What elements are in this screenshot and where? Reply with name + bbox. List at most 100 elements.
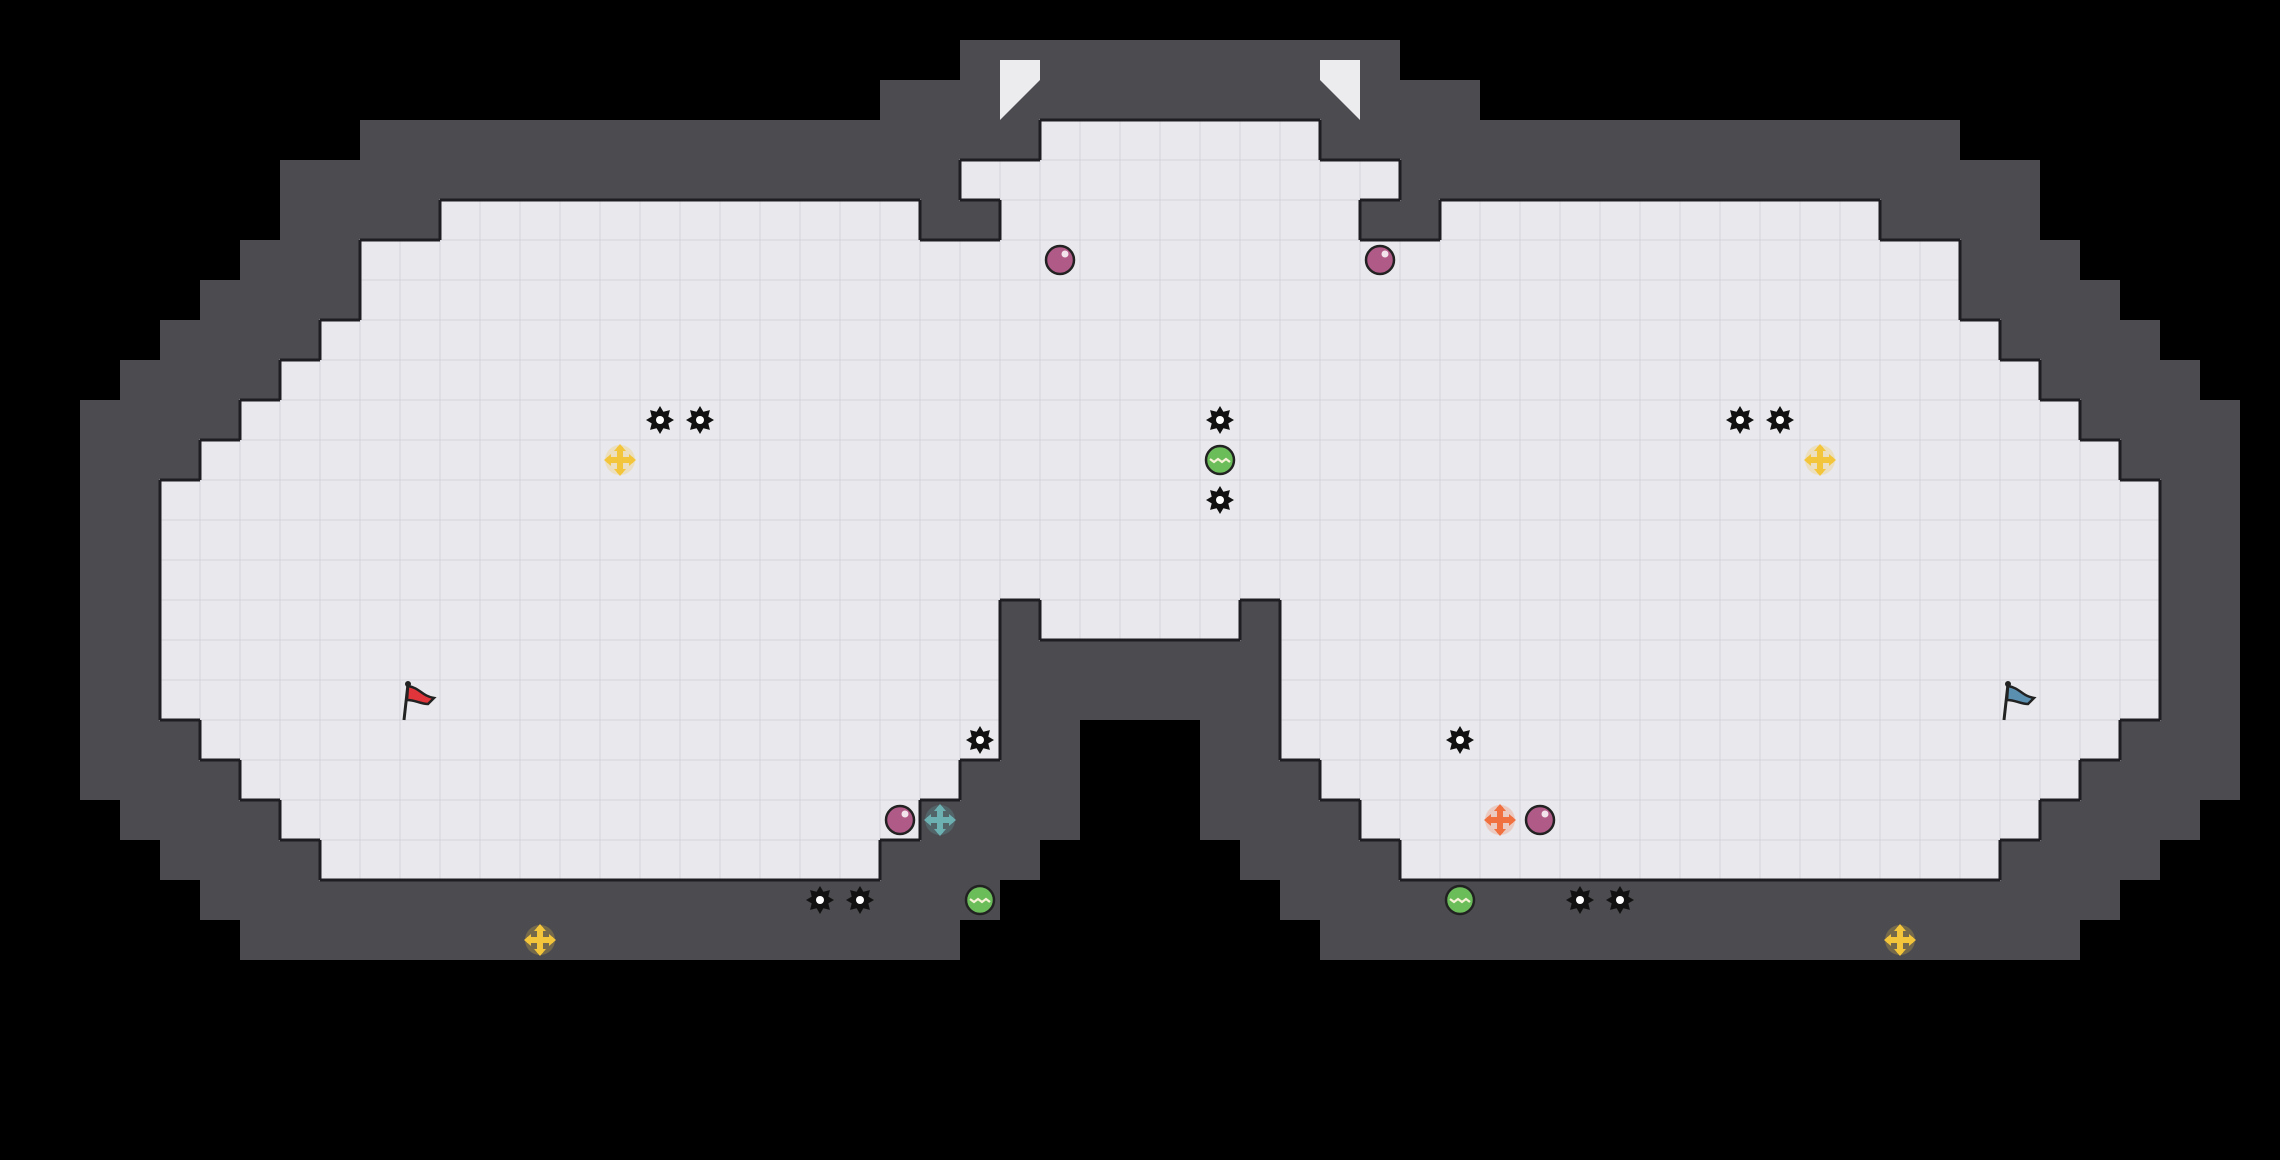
floor-tile (519, 359, 561, 401)
floor-tile (1079, 319, 1121, 361)
floor-tile (639, 799, 681, 841)
floor-tile (799, 719, 841, 761)
wall-tile (960, 840, 1000, 880)
floor-tile (719, 399, 761, 441)
floor-tile (1439, 439, 1481, 481)
floor-tile (1719, 319, 1761, 361)
wall-tile (1280, 840, 1320, 880)
boost-arrow-up (1894, 924, 1906, 931)
wall-tile (1640, 880, 1680, 920)
floor-tile (839, 399, 881, 441)
wall-tile (2200, 680, 2240, 720)
floor-tile (1279, 439, 1321, 481)
wall-tile (2120, 800, 2160, 840)
floor-tile (599, 559, 641, 601)
floor-tile (1079, 359, 1121, 401)
floor-tile (919, 559, 961, 601)
floor-tile (2119, 519, 2161, 561)
floor-tile (1679, 639, 1721, 681)
wall-tile (1120, 680, 1160, 720)
floor-tile (1919, 239, 1961, 281)
floor-tile (1599, 519, 1641, 561)
floor-tile (1479, 679, 1521, 721)
floor-tile (1719, 639, 1761, 681)
floor-tile (679, 679, 721, 721)
boost-arrow-right (1509, 814, 1516, 826)
floor-tile (999, 559, 1041, 601)
floor-tile (719, 799, 761, 841)
floor-tile (1319, 319, 1361, 361)
wall-tile (2000, 200, 2040, 240)
floor-tile (2119, 639, 2161, 681)
floor-tile (999, 439, 1041, 481)
spike-center (1456, 736, 1464, 744)
floor-tile (1439, 839, 1481, 881)
floor-tile (1239, 519, 1281, 561)
floor-tile (1399, 799, 1441, 841)
floor-tile (759, 439, 801, 481)
floor-tile (159, 559, 201, 601)
floor-tile (439, 559, 481, 601)
floor-tile (1479, 839, 1521, 881)
wall-tile (360, 120, 400, 160)
wall-tile (480, 160, 520, 200)
floor-tile (999, 399, 1041, 441)
floor-tile (1679, 839, 1721, 881)
wall-tile (400, 120, 440, 160)
wall-tile (1120, 40, 1160, 80)
wall-tile (1000, 120, 1040, 160)
wall-tile (2160, 360, 2200, 400)
floor-tile (1039, 279, 1081, 321)
wall-tile (2120, 720, 2160, 760)
floor-tile (1519, 639, 1561, 681)
floor-tile (599, 399, 641, 441)
floor-tile (719, 719, 761, 761)
floor-tile (239, 599, 281, 641)
powerup-shine (901, 810, 909, 818)
boost-arrow-right (629, 454, 636, 466)
wall-tile (2000, 320, 2040, 360)
wall-tile (1960, 280, 2000, 320)
floor-tile (1719, 679, 1761, 721)
floor-tile (1279, 319, 1321, 361)
wall-tile (1240, 80, 1280, 120)
floor-tile (1399, 639, 1441, 681)
floor-tile (1959, 439, 2001, 481)
floor-tile (1639, 599, 1681, 641)
floor-tile (1439, 679, 1481, 721)
wall-tile (2000, 280, 2040, 320)
floor-tile (799, 399, 841, 441)
floor-tile (1999, 359, 2041, 401)
wall-tile (920, 120, 960, 160)
wall-tile (1400, 200, 1440, 240)
floor-tile (999, 359, 1041, 401)
wall-tile (1960, 240, 2000, 280)
floor-tile (1159, 439, 1201, 481)
floor-tile (559, 319, 601, 361)
floor-tile (679, 199, 721, 241)
wall-tile (640, 160, 680, 200)
wall-tile (1280, 800, 1320, 840)
floor-tile (1279, 119, 1321, 161)
floor-tile (1359, 519, 1401, 561)
floor-tile (1639, 839, 1681, 881)
floor-tile (799, 239, 841, 281)
floor-tile (1239, 279, 1281, 321)
floor-tile (959, 599, 1001, 641)
wall-tile (1040, 720, 1080, 760)
floor-tile (1559, 759, 1601, 801)
floor-tile (1599, 559, 1641, 601)
floor-tile (239, 559, 281, 601)
floor-tile (439, 359, 481, 401)
floor-tile (2119, 559, 2161, 601)
boost-pad-icon (1884, 924, 1916, 956)
floor-tile (1239, 199, 1281, 241)
floor-tile (839, 719, 881, 761)
floor-tile (559, 279, 601, 321)
floor-tile (2119, 679, 2161, 721)
floor-tile (1639, 239, 1681, 281)
floor-tile (1039, 319, 1081, 361)
floor-tile (399, 439, 441, 481)
wall-tile (1360, 40, 1400, 80)
floor-tile (1239, 359, 1281, 401)
